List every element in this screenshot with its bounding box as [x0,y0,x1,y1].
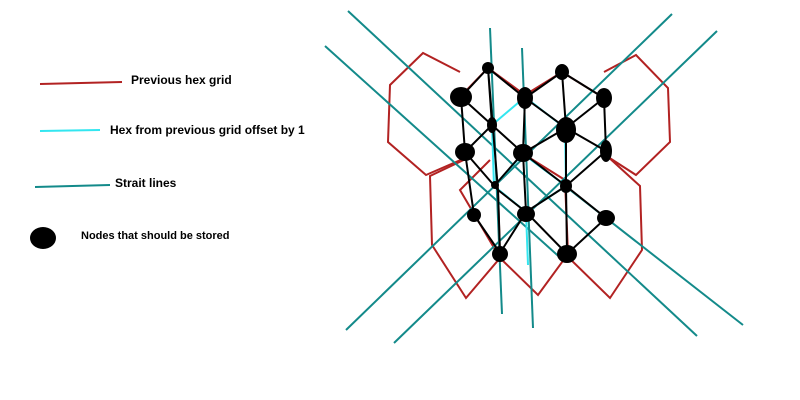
legend-label-nodes: Nodes that should be stored [81,230,230,242]
straight-line [345,13,673,331]
node-link [473,184,607,256]
legend-label-offset-hex: Hex from previous grid offset by 1 [110,123,305,137]
legend-swatch-offset-hex [39,129,101,132]
node [513,144,533,162]
node-link [460,66,605,100]
stored-nodes [450,62,615,263]
node [492,246,508,262]
previous-hex-cell [564,154,644,300]
node [450,87,472,107]
node [455,143,475,161]
node [487,117,497,133]
legend-swatch-previous-hex [39,81,123,85]
node [555,64,569,80]
node [491,181,499,189]
legend-swatch-straight-lines [34,184,111,188]
node-link [460,71,605,129]
node [597,210,615,226]
node [600,140,612,162]
previous-hex-cell [428,156,502,300]
node [556,117,576,143]
straight-line [324,45,566,263]
node [560,179,572,193]
legend-label-previous-hex: Previous hex grid [131,73,232,87]
legend-swatch-node [30,227,56,249]
straight-line [393,30,718,344]
node [557,245,577,263]
node [596,88,612,108]
node [517,87,533,109]
node [517,206,535,222]
straight-lines [324,10,744,344]
node [467,208,481,222]
node-link [464,150,607,216]
legend-label-straight-lines: Strait lines [115,176,177,190]
legend-swatches [30,81,123,249]
node [482,62,494,74]
previous-hex-cell [603,53,672,177]
straight-line [347,10,698,337]
node-links [460,66,607,256]
previous-hex-cell [386,51,473,177]
